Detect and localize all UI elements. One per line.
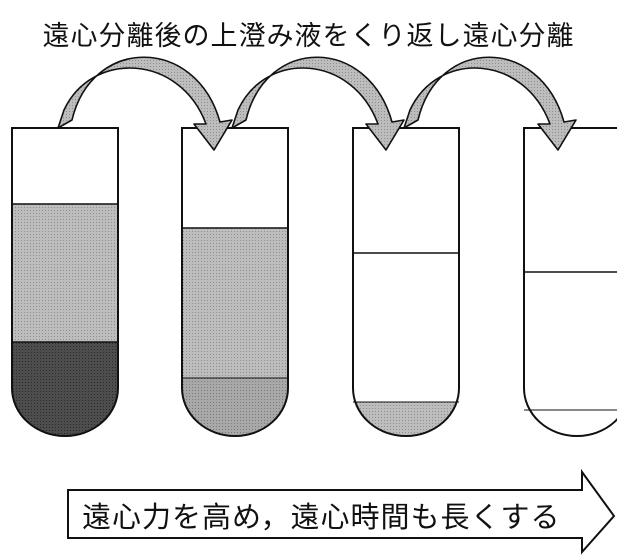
test-tube-3 xyxy=(352,127,460,437)
bottom-process-arrow xyxy=(67,468,616,555)
diagram-title: 遠心分離後の上澄み液をくり返し遠心分離 xyxy=(42,21,575,52)
test-tube-1 xyxy=(11,127,119,437)
bottom-arrow-label: 遠心力を高め，遠心時間も長くする xyxy=(82,500,561,534)
tube-1-sediment-layer xyxy=(12,342,118,436)
tube-2-supernatant-layer xyxy=(182,228,288,380)
tube-1-supernatant-layer xyxy=(12,204,118,344)
transfer-arrow-1 xyxy=(57,56,233,151)
test-tube-4 xyxy=(523,127,617,437)
transfer-arrow-2 xyxy=(231,56,405,151)
transfer-arrow-3 xyxy=(403,56,577,151)
test-tube-2 xyxy=(181,127,289,437)
tube-2-sediment-layer xyxy=(182,378,288,436)
